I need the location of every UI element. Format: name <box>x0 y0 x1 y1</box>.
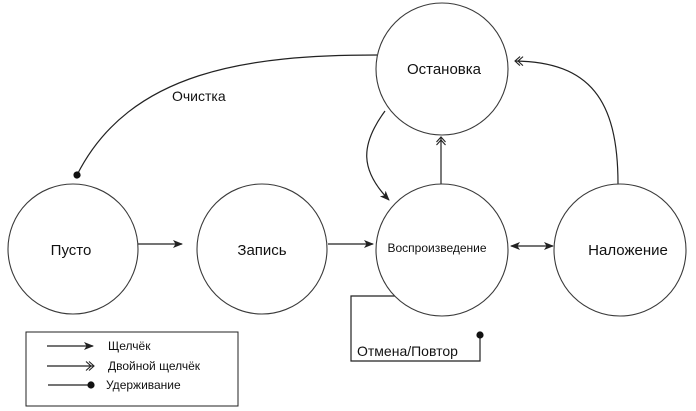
node-record: Запись <box>196 183 328 315</box>
node-empty: Пусто <box>7 183 139 315</box>
node-overdub: Наложение <box>553 183 687 317</box>
edge-label-undo-redo: Отмена/Повтор <box>357 343 458 359</box>
legend-click-label: Щелчёк <box>108 339 151 353</box>
legend-hold-label: Удерживание <box>106 378 181 392</box>
node-play-label: Воспроизведение <box>387 241 486 255</box>
legend-box <box>25 331 239 407</box>
edge-stop-to-play-click <box>366 110 390 201</box>
node-stop-label: Остановка <box>407 61 482 78</box>
node-record-label: Запись <box>237 242 286 259</box>
legend: Щелчёк Двойной щелчёк Удерживание <box>25 331 239 407</box>
legend-double-click-label: Двойной щелчёк <box>108 359 201 373</box>
legend-item-double-click: Двойной щелчёк <box>47 359 201 373</box>
legend-item-hold: Удерживание <box>48 378 181 392</box>
node-stop: Остановка <box>375 2 509 136</box>
node-overdub-label: Наложение <box>588 242 668 259</box>
edge-stop-to-empty-hold <box>73 54 378 179</box>
edge-overdub-to-stop-double <box>514 56 619 185</box>
edge-label-clear: Очистка <box>172 88 226 104</box>
legend-item-click: Щелчёк <box>47 339 151 353</box>
edge-undo-redo-hold <box>350 295 484 362</box>
node-empty-label: Пусто <box>51 242 92 259</box>
node-play: Воспроизведение <box>375 183 509 317</box>
